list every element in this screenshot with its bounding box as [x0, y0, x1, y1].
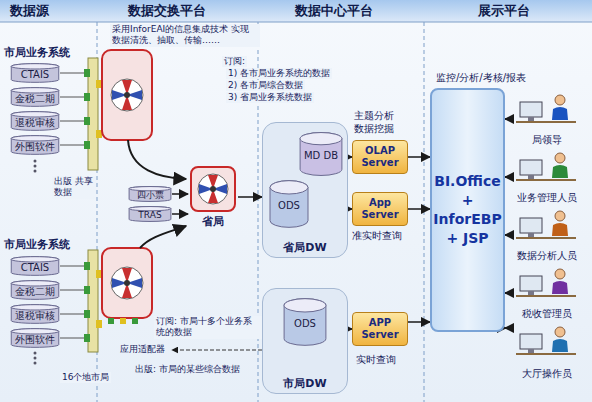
database-cylinder: ODS — [269, 179, 309, 229]
node-text: 大厅操作员 — [522, 368, 572, 380]
exchange-hub: 省局 — [188, 166, 238, 228]
node-text: 退税审核 — [15, 113, 55, 129]
node-text: 金税二期 — [15, 89, 55, 105]
node-text: 税收管理员 — [522, 308, 572, 320]
label-text: 订阅: 市局十多个业务系统的数据 — [154, 316, 262, 339]
warehouse-group: 市局DW ODS — [262, 288, 348, 394]
node-text: APP Server — [353, 317, 407, 341]
shape-outline — [506, 208, 588, 246]
label-text: 市局业务系统 — [4, 46, 70, 60]
shape-outline — [506, 92, 588, 130]
node-text: ODS — [294, 314, 316, 330]
node-text: TRAS — [138, 207, 161, 221]
node-text: 省局 — [202, 215, 224, 228]
user-role: 局领导 — [506, 92, 588, 146]
node-text: ODS — [278, 196, 300, 212]
node-text: CTAIS — [21, 65, 49, 81]
label-text: 16个地市局 — [60, 372, 111, 383]
server-box: OLAP Server — [352, 140, 408, 174]
database-cylinder: ODS — [283, 297, 327, 347]
label-text: 出版 共享数据 — [52, 176, 96, 199]
connector-arrow — [172, 213, 188, 215]
warehouse-group: 省局DW MD DB ODS — [262, 122, 348, 258]
database-cylinder: MD DB — [299, 131, 343, 177]
user-role: 税收管理员 — [506, 266, 588, 320]
label-text: 数据中心平台 — [295, 3, 373, 19]
label-text: 展示平台 — [478, 3, 530, 19]
node-text: CTAIS — [21, 258, 49, 274]
shape-outline — [506, 150, 588, 188]
node-text: 省局DW — [283, 241, 326, 254]
shape-outline — [506, 266, 588, 304]
connector-arrow — [172, 193, 188, 195]
database-cylinder: CTAIS — [10, 256, 60, 276]
node-text: 局领导 — [532, 134, 562, 146]
label-text: 订阅: — [222, 56, 247, 67]
connector-arrow — [408, 208, 430, 210]
connector-arrow — [505, 292, 506, 294]
label-text: 采用InforEAI的信息集成技术 实现数据清洗、抽取、传输…… — [110, 24, 260, 47]
label-text: 市局业务系统 — [4, 238, 70, 252]
node-text: OLAP Server — [353, 145, 407, 169]
connector-arrow — [408, 156, 430, 158]
label-text: 准实时查询 — [352, 230, 402, 243]
node-text: BI.Office + InforEBP + JSP — [433, 172, 501, 248]
database-cylinder: CTAIS — [10, 63, 60, 83]
database-cylinder: 外围软件 — [10, 135, 60, 155]
node-text: 外围软件 — [15, 330, 55, 346]
label-text: 数据源 — [10, 3, 49, 19]
label-text: 3) 省局业务系统数据 — [226, 92, 314, 103]
user-role: 大厅操作员 — [506, 324, 588, 380]
database-cylinder: 金税二期 — [10, 280, 60, 300]
platform-box: BI.Office + InforEBP + JSP — [430, 88, 505, 332]
node-text: App Server — [353, 197, 407, 221]
label-text: 1) 各市局业务系统的数据 — [226, 68, 332, 79]
connector-arrow — [505, 176, 506, 178]
adapter-bar — [84, 58, 102, 352]
node-text: 外围软件 — [15, 137, 55, 153]
database-cylinder: 退税审核 — [10, 304, 60, 324]
server-box: App Server — [352, 192, 408, 226]
server-box: APP Server — [352, 312, 408, 346]
database-cylinder: TRAS — [128, 206, 172, 222]
label-text: 主题分析 数据挖掘 — [354, 110, 406, 135]
shape-outline — [506, 324, 588, 362]
user-role: 数据分析人员 — [506, 208, 588, 262]
node-text: 四小票 — [137, 187, 164, 201]
database-cylinder: 退税审核 — [10, 111, 60, 131]
database-cylinder: 外围软件 — [10, 328, 60, 348]
node-text: 金税二期 — [15, 282, 55, 298]
node-text: 数据分析人员 — [517, 250, 577, 262]
user-role: 业务管理人员 — [506, 150, 588, 204]
label-text: 出版: 市局的某些综合数据 — [135, 364, 247, 375]
node-text: 市局DW — [283, 377, 326, 390]
label-text: 监控/分析/考核/报表 — [436, 72, 526, 85]
connector-arrow — [238, 196, 262, 198]
database-cylinder: 四小票 — [128, 186, 172, 202]
node-text: 退税审核 — [15, 306, 55, 322]
label-text: 实时查询 — [356, 354, 396, 367]
node-text: MD DB — [304, 146, 338, 162]
connector-arrow — [505, 234, 506, 236]
node-text: 业务管理人员 — [517, 192, 577, 204]
label-text: 数据交换平台 — [128, 3, 206, 19]
connector-arrow — [505, 118, 506, 120]
header-band — [0, 0, 592, 22]
connector-arrow — [408, 321, 430, 323]
database-cylinder: 金税二期 — [10, 87, 60, 107]
label-text: 2) 各市局综合数据 — [226, 80, 305, 91]
connector-arrow — [505, 327, 506, 329]
label-text: 应用适配器 — [120, 344, 165, 355]
